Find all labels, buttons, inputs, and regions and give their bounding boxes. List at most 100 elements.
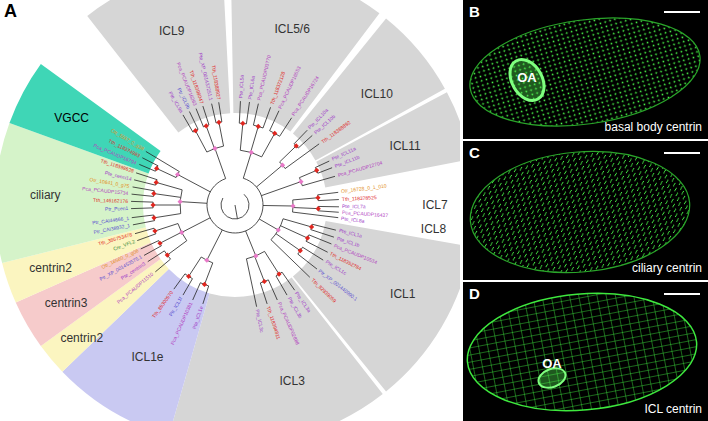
support-marker bbox=[262, 279, 267, 284]
tree-branch bbox=[306, 241, 328, 252]
support-marker bbox=[154, 166, 159, 171]
tree-branch bbox=[239, 101, 240, 123]
clade-wedge bbox=[316, 92, 460, 187]
sequence-label: Ptr_XP_001440990.1 bbox=[318, 269, 359, 302]
tree-branch bbox=[312, 224, 336, 230]
clade-label: centrin2 bbox=[60, 332, 103, 344]
phylogenetic-tree bbox=[131, 101, 339, 307]
tree-branch bbox=[207, 146, 224, 152]
tree-branch bbox=[260, 283, 267, 304]
tree-branch bbox=[164, 251, 170, 259]
sequence-label: Pte_ICL8a bbox=[341, 216, 365, 224]
support-marker bbox=[151, 191, 156, 196]
support-marker bbox=[193, 128, 198, 133]
tree-branch bbox=[263, 107, 271, 128]
tree-branch bbox=[155, 224, 178, 231]
tree-branch bbox=[263, 205, 293, 207]
tree-branch bbox=[183, 279, 192, 295]
tree-branch bbox=[246, 251, 264, 258]
tree-branch bbox=[142, 158, 158, 166]
sequence-label: Pca_PCAUDP03770 bbox=[257, 55, 272, 101]
tree-branch bbox=[221, 194, 249, 219]
tree-branch bbox=[219, 122, 224, 146]
tree-branch bbox=[276, 272, 282, 276]
clade-wedge bbox=[9, 64, 160, 174]
tree-branch bbox=[299, 170, 316, 177]
tree-branch bbox=[196, 109, 203, 127]
panel-text: OA bbox=[542, 357, 562, 371]
tree-branch bbox=[182, 218, 210, 233]
tree-branch bbox=[318, 206, 339, 207]
support-marker bbox=[256, 124, 261, 129]
clade-label: ICL1e bbox=[131, 351, 163, 363]
tree-branch bbox=[281, 226, 308, 238]
tree-branch bbox=[215, 148, 226, 178]
tree-branch bbox=[207, 178, 263, 233]
micrograph-panel: Cciliary centrin bbox=[463, 141, 708, 280]
tree-branch bbox=[235, 205, 237, 219]
tree-branch bbox=[262, 133, 275, 157]
clade-label: ICL10 bbox=[361, 88, 393, 100]
tree-branch bbox=[276, 276, 287, 295]
tree-branch bbox=[246, 231, 256, 256]
tree-branch bbox=[178, 224, 187, 241]
tree-branch bbox=[201, 257, 213, 263]
tree-branch bbox=[180, 202, 207, 204]
tree-branch bbox=[185, 274, 192, 279]
micrograph-panel: BOAbasal body centrin bbox=[463, 0, 708, 139]
clade-label: centrin3 bbox=[45, 297, 88, 309]
support-marker bbox=[305, 235, 310, 240]
tree-branch bbox=[132, 194, 154, 196]
tree-branch bbox=[141, 241, 159, 249]
tree-branch bbox=[311, 230, 334, 238]
sequence-label: Tth_118378525 bbox=[342, 195, 377, 202]
sequence-label: Tth_146162176 bbox=[93, 198, 128, 204]
support-marker bbox=[178, 199, 183, 204]
panel-letter: A bbox=[4, 2, 17, 22]
micrograph-panels bbox=[462, 0, 708, 421]
tree-branch bbox=[318, 200, 339, 201]
clade-label: ICL1 bbox=[390, 288, 415, 300]
tree-branch bbox=[318, 211, 339, 212]
sequence-label: Pte_ICL5a bbox=[238, 74, 244, 98]
support-marker bbox=[186, 274, 191, 279]
tree-branch bbox=[298, 247, 303, 254]
micrograph-panel: DOAICL centrin bbox=[463, 282, 708, 421]
support-marker bbox=[290, 203, 295, 208]
tree-branch bbox=[318, 168, 332, 173]
sequence-label: Otr_16728_0_1_010 bbox=[341, 184, 387, 195]
support-marker bbox=[175, 172, 180, 177]
tree-branch bbox=[189, 112, 198, 130]
support-marker bbox=[253, 253, 258, 258]
tree-branch bbox=[136, 173, 157, 180]
tree-branch bbox=[271, 240, 310, 278]
tree-branch bbox=[246, 102, 249, 124]
support-marker bbox=[152, 228, 157, 233]
sequence-label: Pte_ICL7a bbox=[342, 204, 366, 209]
tree-branch bbox=[134, 180, 155, 185]
support-marker bbox=[298, 248, 303, 253]
tree-branch bbox=[133, 187, 155, 191]
panel-letter: D bbox=[469, 286, 480, 303]
tree-branch bbox=[280, 118, 292, 136]
clade-label: ICL8 bbox=[421, 223, 446, 235]
sequence-label: Ptr_ICL1f bbox=[169, 296, 184, 317]
clade-wedges bbox=[0, 0, 460, 421]
clade-label: ICL3 bbox=[279, 375, 304, 387]
clade-label: ICL9 bbox=[159, 25, 184, 37]
tree-branch bbox=[157, 168, 176, 177]
tree-branch bbox=[131, 207, 153, 209]
tree-branch bbox=[153, 205, 180, 206]
support-marker bbox=[165, 252, 170, 257]
panel-text: OA bbox=[517, 71, 537, 85]
tree-branch bbox=[219, 102, 222, 122]
clade-label: VGCC bbox=[54, 112, 89, 124]
support-marker bbox=[272, 131, 277, 136]
support-marker bbox=[276, 227, 281, 232]
clade-wedge bbox=[87, 0, 230, 133]
clade-label: ICL11 bbox=[390, 140, 421, 152]
support-marker bbox=[249, 150, 254, 155]
support-marker bbox=[280, 163, 285, 168]
clade-label: centrin2 bbox=[29, 262, 72, 274]
tree-branch bbox=[205, 263, 213, 285]
